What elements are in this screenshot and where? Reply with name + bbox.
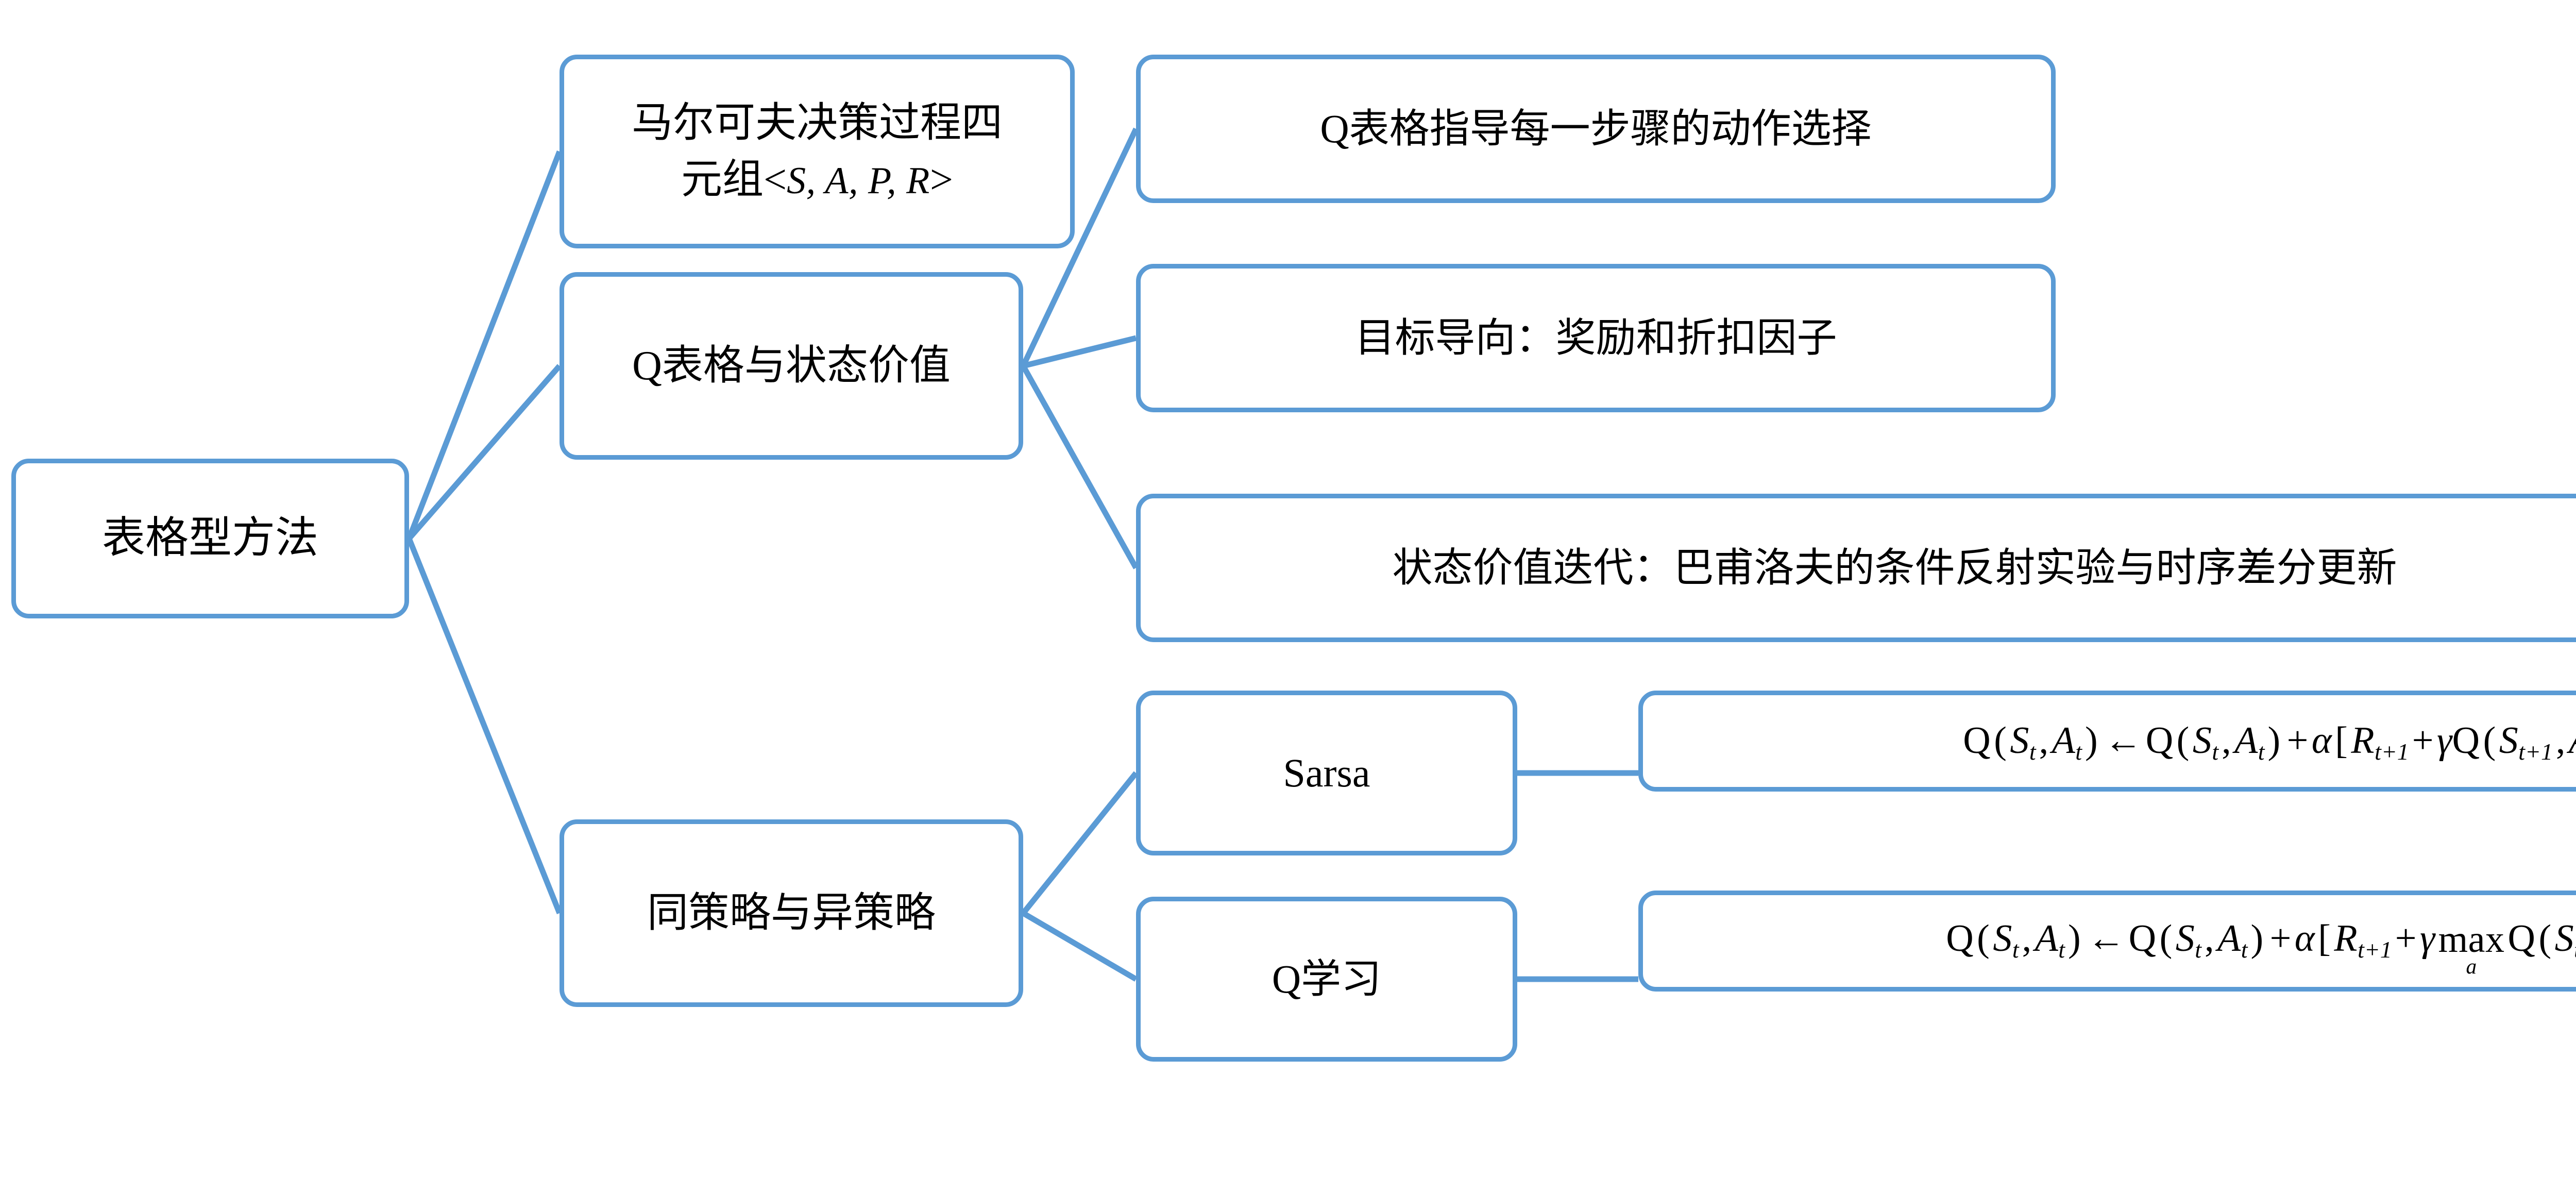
edge-root-to-policy (406, 537, 563, 915)
node-qtable-child-2[interactable]: 目标导向：奖励和折扣因子 (1136, 264, 2056, 412)
edge-policy-to-sarsa (1021, 771, 1139, 915)
sarsa-tok-a3: A (2569, 719, 2576, 762)
sarsa-tok-t4: t (2258, 738, 2265, 765)
sarsa-tok-tp1b: t+1 (2518, 738, 2553, 765)
node-mdp-tuple: S, A, P, R (787, 160, 930, 202)
ql-tok-s3: S (2554, 917, 2574, 960)
edge-policy-to-qlearning (1022, 911, 1138, 982)
node-mdp-angle-close: > (929, 157, 953, 203)
ql-tok-s2: S (2175, 917, 2195, 960)
sarsa-tok-r: R (2351, 719, 2375, 762)
edge-qtable-to-child3 (1021, 364, 1139, 569)
sarsa-tok-s2: S (2192, 719, 2212, 762)
sarsa-tok-q3: Q (2452, 719, 2480, 762)
node-mdp-line2-prefix: 元组 (681, 157, 764, 203)
edge-root-to-mdp (406, 150, 563, 540)
ql-tok-a2: A (2217, 917, 2241, 960)
ql-tok-max-sub: a (2466, 954, 2477, 978)
ql-tok-alpha: α (2294, 917, 2315, 960)
sarsa-tok-alpha: α (2311, 719, 2332, 762)
sarsa-tok-s3: S (2499, 719, 2519, 762)
sarsa-tok-s1: S (2010, 719, 2029, 762)
sarsa-tok-t1: t (2029, 738, 2036, 765)
qlearning-formula-expression: Q(St,At)←Q(St,At)+α[Rt+1+γmaxaQ(St+1,a)−… (1946, 912, 2576, 977)
sarsa-tok-arrow: ← (2104, 719, 2143, 762)
node-sarsa[interactable]: Sarsa (1136, 691, 1517, 855)
ql-tok-r: R (2334, 917, 2358, 960)
node-qlearning-formula[interactable]: Q(St,At)←Q(St,At)+α[Rt+1+γmaxaQ(St+1,a)−… (1638, 891, 2576, 992)
node-root[interactable]: 表格型方法 (11, 459, 409, 618)
ql-tok-q1: Q (1946, 917, 1974, 960)
sarsa-tok-lbracket: [ (2335, 719, 2348, 762)
sarsa-tok-gamma: γ (2436, 719, 2452, 762)
sarsa-tok-plus2: + (2412, 719, 2434, 762)
ql-tok-a1: A (2035, 917, 2059, 960)
node-root-label: 表格型方法 (101, 514, 318, 563)
ql-tok-q2: Q (2128, 917, 2157, 960)
ql-tok-arrow: ← (2087, 917, 2126, 960)
edge-qtable-to-child2 (1022, 335, 1137, 369)
ql-tok-t4: t (2241, 936, 2248, 963)
node-qtable-child-2-label: 目标导向：奖励和折扣因子 (1354, 315, 1837, 361)
node-mdp-label: 马尔可夫决策过程四 元组<S, A, P, R> (573, 95, 1061, 209)
ql-tok-t3: t (2195, 936, 2202, 963)
sarsa-tok-t3: t (2212, 738, 2219, 765)
ql-tok-t1: t (2012, 936, 2019, 963)
ql-tok-tp1a: t+1 (2358, 936, 2392, 963)
sarsa-tok-t2: t (2075, 738, 2082, 765)
ql-tok-gamma: γ (2419, 917, 2435, 960)
node-qlearning-label: Q学习 (1272, 956, 1382, 1002)
ql-tok-plus2: + (2395, 917, 2417, 960)
node-sarsa-formula[interactable]: Q(St,At)←Q(St,At)+α[Rt+1+γQ(St+1,At+1)−Q… (1638, 691, 2576, 792)
sarsa-tok-plus1: + (2286, 719, 2309, 762)
sarsa-tok-tp1a: t+1 (2375, 738, 2409, 765)
ql-tok-s1: S (1993, 917, 2012, 960)
sarsa-tok-a1: A (2052, 719, 2076, 762)
node-qtable-child-1[interactable]: Q表格指导每一步骤的动作选择 (1136, 55, 2056, 203)
node-mdp-angle-open: < (764, 157, 787, 203)
sarsa-formula-expression: Q(St,At)←Q(St,At)+α[Rt+1+γQ(St+1,At+1)−Q… (1963, 714, 2576, 768)
ql-tok-q3: Q (2507, 917, 2536, 960)
ql-tok-lbracket: [ (2318, 917, 2331, 960)
node-mdp-line1: 马尔可夫决策过程四 (632, 100, 1003, 146)
edge-root-to-qtable (406, 364, 562, 541)
ql-tok-tp1b: t+1 (2574, 936, 2576, 963)
ql-tok-t2: t (2058, 936, 2065, 963)
node-qtable-child-3-label: 状态价值迭代：巴甫洛夫的条件反射实验与时序差分更新 (1392, 545, 2397, 591)
node-policy-label: 同策略与异策略 (647, 890, 936, 936)
node-sarsa-label: Sarsa (1283, 750, 1370, 796)
ql-tok-max: max (2438, 918, 2505, 961)
node-qtable-label: Q表格与状态价值 (632, 343, 951, 389)
node-qtable-child-1-label: Q表格指导每一步骤的动作选择 (1320, 106, 1872, 152)
ql-tok-plus1: + (2269, 917, 2292, 960)
node-qlearning[interactable]: Q学习 (1136, 897, 1517, 1062)
node-mdp[interactable]: 马尔可夫决策过程四 元组<S, A, P, R> (560, 55, 1075, 248)
node-policy[interactable]: 同策略与异策略 (560, 819, 1023, 1007)
node-qtable-child-3[interactable]: 状态价值迭代：巴甫洛夫的条件反射实验与时序差分更新 (1136, 494, 2576, 642)
node-qtable[interactable]: Q表格与状态价值 (560, 272, 1023, 460)
sarsa-tok-q2: Q (2145, 719, 2174, 762)
sarsa-tok-q1: Q (1963, 719, 1991, 762)
sarsa-tok-a2: A (2234, 719, 2258, 762)
